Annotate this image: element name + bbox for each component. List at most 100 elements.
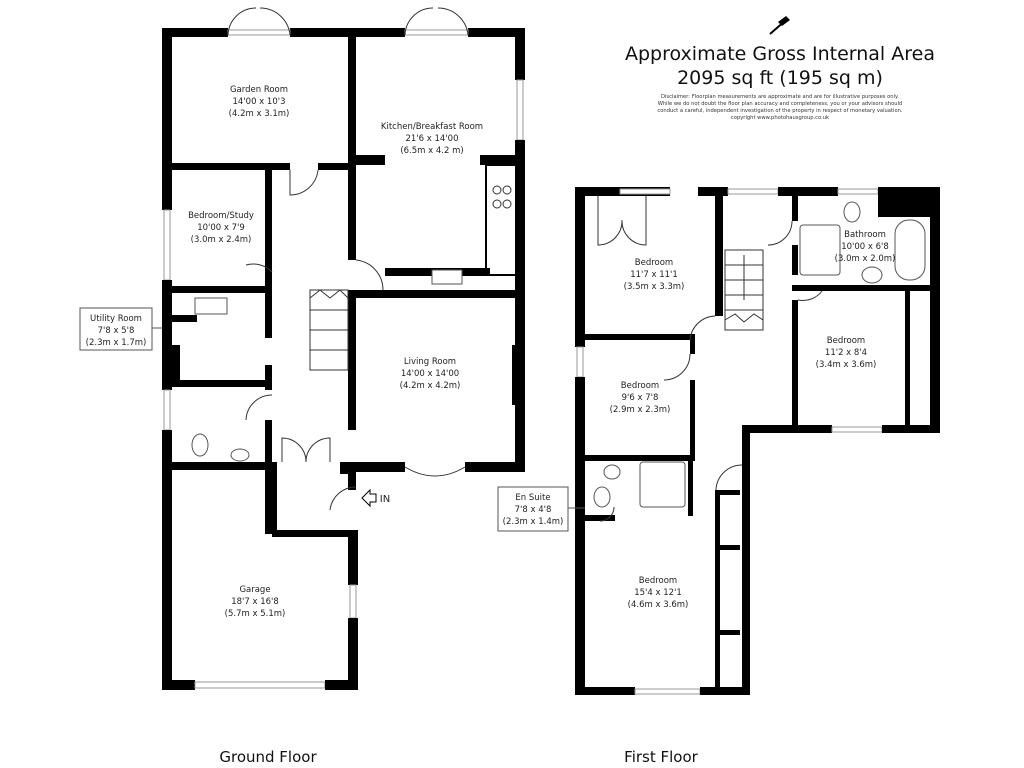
- garage-door: [194, 681, 326, 689]
- wall: [792, 245, 798, 275]
- toilet-icon: [191, 433, 209, 457]
- wall: [575, 687, 635, 695]
- hob-icon: [492, 185, 512, 209]
- wall: [742, 425, 832, 433]
- wall: [348, 618, 358, 690]
- wall: [348, 535, 358, 585]
- wall: [162, 28, 172, 210]
- wall: [700, 687, 750, 695]
- svg-text:Bedroom/Study: Bedroom/Study: [188, 211, 254, 221]
- window: [576, 346, 584, 378]
- svg-text:Garden Room: Garden Room: [230, 85, 288, 95]
- wall: [172, 380, 272, 387]
- svg-text:15'4 x 12'1: 15'4 x 12'1: [634, 588, 682, 598]
- room-label-kitchen: Kitchen/Breakfast Room 21'6 x 14'00 (6.5…: [381, 122, 483, 156]
- wardrobe: [715, 545, 740, 550]
- svg-text:21'6 x 14'00: 21'6 x 14'00: [406, 134, 459, 144]
- wall: [465, 462, 525, 472]
- svg-text:(5.7m x 5.1m): (5.7m x 5.1m): [225, 609, 286, 619]
- wall: [690, 334, 695, 354]
- wall: [585, 334, 695, 340]
- svg-text:(4.6m x 3.6m): (4.6m x 3.6m): [628, 600, 689, 610]
- wall: [355, 155, 385, 165]
- svg-text:(2.9m x 2.3m): (2.9m x 2.3m): [610, 405, 671, 415]
- wall: [162, 280, 172, 390]
- door-swing: [245, 169, 384, 511]
- area-header: Approximate Gross Internal Area 2095 sq …: [620, 42, 940, 122]
- basin-icon: [230, 448, 250, 462]
- svg-text:(3.0m x 2.4m): (3.0m x 2.4m): [191, 235, 252, 245]
- room-label-utility-room: Utility Room 7'8 x 5'8 (2.3m x 1.7m): [79, 307, 162, 351]
- basin-icon: [603, 464, 621, 480]
- room-label-bedroom-2: Bedroom 11'2 x 8'4 (3.4m x 3.6m): [816, 336, 877, 370]
- disclaimer: Disclaimer: Floorplan measurements are a…: [657, 94, 903, 121]
- area-title: Approximate Gross Internal Area: [625, 43, 935, 65]
- wall: [690, 380, 695, 460]
- wall: [792, 300, 798, 430]
- svg-text:10'00 x 6'8: 10'00 x 6'8: [841, 242, 889, 252]
- shower-icon: [799, 224, 841, 276]
- wall: [265, 293, 272, 338]
- room-label-bedroom-3: Bedroom 9'6 x 7'8 (2.9m x 2.3m): [610, 381, 671, 415]
- window: [727, 188, 779, 195]
- window: [516, 79, 524, 141]
- svg-text:(3.5m x 3.3m): (3.5m x 3.3m): [624, 282, 685, 292]
- fireplace: [512, 345, 524, 405]
- svg-text:11'2 x 8'4: 11'2 x 8'4: [825, 348, 867, 358]
- window: [831, 426, 883, 433]
- ground-floor-label: Ground Floor: [219, 748, 317, 766]
- svg-text:14'00 x 14'00: 14'00 x 14'00: [401, 369, 459, 379]
- svg-text:(4.2m x 4.2m): (4.2m x 4.2m): [400, 381, 461, 391]
- wall: [340, 462, 356, 474]
- wall: [742, 425, 750, 695]
- window: [634, 688, 701, 695]
- wall: [688, 461, 693, 516]
- kitchen-sink-icon: [431, 269, 463, 285]
- bay-window: [404, 466, 466, 477]
- svg-text:Kitchen/Breakfast Room: Kitchen/Breakfast Room: [381, 122, 483, 132]
- svg-text:18'7 x 16'8: 18'7 x 16'8: [231, 597, 279, 607]
- svg-text:10'00 x 7'9: 10'00 x 7'9: [197, 223, 245, 233]
- svg-text:7'8 x 5'8: 7'8 x 5'8: [98, 326, 135, 336]
- wall: [930, 187, 940, 432]
- svg-text:9'6 x 7'8: 9'6 x 7'8: [622, 393, 659, 403]
- svg-text:11'7 x 11'1: 11'7 x 11'1: [630, 270, 678, 280]
- wall: [575, 187, 585, 347]
- svg-text:Bedroom: Bedroom: [639, 576, 677, 586]
- basin-icon: [861, 266, 883, 284]
- wall: [325, 680, 358, 690]
- ground-floor-plan: IN Garden Room 14'00 x 10'3 (4.2m x 3.1m…: [79, 7, 525, 766]
- svg-text:En Suite: En Suite: [515, 493, 550, 503]
- window: [163, 389, 171, 431]
- wall: [348, 290, 523, 298]
- kitchen-units: [485, 164, 517, 276]
- wardrobe-wall: [715, 490, 720, 690]
- room-label-garden-room: Garden Room 14'00 x 10'3 (4.2m x 3.1m): [229, 85, 290, 119]
- window: [837, 188, 879, 195]
- window: [163, 209, 171, 281]
- toilet-icon: [593, 486, 611, 508]
- wall: [318, 163, 355, 170]
- svg-text:Utility Room: Utility Room: [90, 314, 142, 324]
- svg-text:(2.3m x 1.4m): (2.3m x 1.4m): [503, 517, 564, 527]
- svg-text:(3.4m x 3.6m): (3.4m x 3.6m): [816, 360, 877, 370]
- wall: [792, 285, 932, 291]
- room-label-garage: Garage 18'7 x 16'8 (5.7m x 5.1m): [225, 585, 286, 619]
- utility-sink-icon: [194, 297, 228, 315]
- svg-text:Garage: Garage: [239, 585, 270, 595]
- wall: [882, 425, 940, 433]
- wall: [162, 28, 228, 37]
- wardrobe: [715, 490, 740, 495]
- svg-text:Bedroom: Bedroom: [827, 336, 865, 346]
- shower-icon: [639, 461, 686, 508]
- wall: [290, 28, 405, 37]
- svg-text:Bedroom: Bedroom: [635, 258, 673, 268]
- door-swing: [597, 196, 823, 522]
- svg-text:7'8 x 4'8: 7'8 x 4'8: [515, 505, 552, 515]
- svg-text:Bathroom: Bathroom: [844, 230, 886, 240]
- wall: [348, 290, 356, 430]
- svg-text:IN: IN: [380, 494, 390, 505]
- wall: [265, 365, 272, 390]
- wardrobe-wall: [905, 291, 910, 431]
